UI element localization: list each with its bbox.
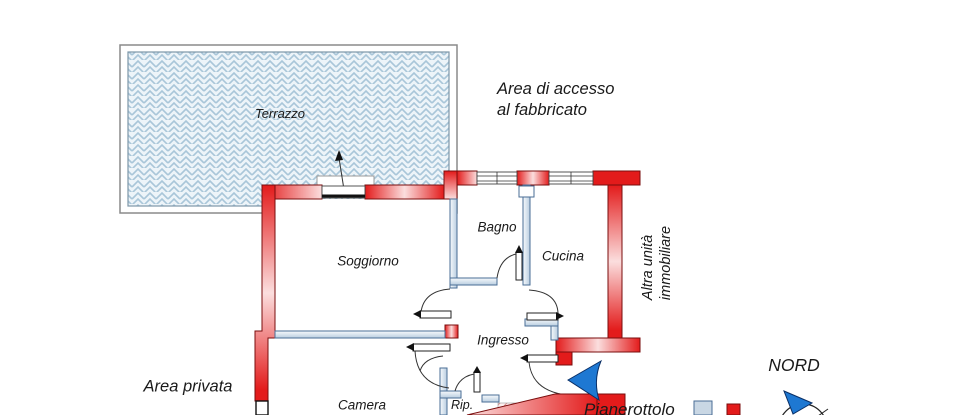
doors (406, 245, 568, 396)
label-nord: NORD (768, 355, 820, 376)
label-area-accesso-line1: Area di accesso (497, 80, 615, 98)
label-soggiorno: Soggiorno (337, 253, 399, 269)
label-cucina: Cucina (541, 248, 585, 264)
label-pianerottolo: Pianerottolo (584, 400, 675, 415)
window-cucina (548, 171, 594, 185)
door-rip (454, 366, 481, 393)
wall-soggiorno-bagno (449, 198, 458, 289)
label-area-accesso-line2: al fabbricato (497, 100, 587, 119)
label-ingresso: Ingresso (477, 332, 529, 348)
wall-east-shared (607, 184, 623, 339)
wall-west (254, 184, 276, 402)
terrace-area (119, 44, 458, 214)
label-bagno: Bagno (477, 219, 517, 235)
wall-rip-stub-right (481, 394, 500, 403)
terrace-paving-hatch (127, 51, 450, 207)
compass-needle (783, 390, 814, 415)
window-bagno (476, 171, 518, 185)
wall-bagno-south (449, 277, 498, 286)
interior-walls (274, 184, 559, 415)
label-rip: Rip. (451, 398, 474, 412)
pillar-center (444, 324, 459, 339)
compass-icon (782, 390, 829, 415)
label-camera: Camera (337, 397, 387, 413)
wall-north-bagno (456, 170, 478, 186)
wall-south-east-flange (555, 337, 641, 353)
wall-fragment-right (726, 403, 741, 415)
wall-north-pier (516, 170, 550, 186)
entry-arrow-icon (567, 359, 603, 402)
label-area-accesso: Area di accesso al fabbricato (497, 79, 614, 120)
label-altra-unita-line1: Altra unità (639, 234, 656, 301)
wall-step-connector (443, 170, 458, 200)
wall-north-east-corner (592, 170, 641, 186)
wall-cucina-south-stub (550, 325, 559, 341)
window-camera (255, 400, 269, 415)
door-bagno (496, 245, 523, 281)
label-altra-unita: Altra unità immobiliare (639, 226, 675, 300)
terrace-door-arrow-head (335, 150, 343, 161)
door-cucina (526, 289, 564, 321)
exterior-walls (254, 170, 741, 415)
door-soggiorno (413, 288, 452, 319)
wall-bagno-cucina (522, 184, 531, 286)
wall-north-soggiorno-right (364, 184, 445, 200)
label-area-privata: Area privata (143, 377, 233, 396)
door-corridor-arc (419, 355, 444, 372)
windows (255, 171, 594, 415)
wall-soggiorno-camera (274, 330, 446, 339)
wall-rip-stub-left (439, 390, 462, 399)
duct-box (518, 185, 535, 198)
wall-fragment-gray (693, 400, 713, 415)
french-window-terrace (321, 185, 366, 199)
label-terrazzo: Terrazzo (254, 105, 306, 121)
label-altra-unita-line2: immobiliare (658, 225, 674, 301)
door-camera (406, 343, 451, 389)
stairs (466, 393, 598, 415)
